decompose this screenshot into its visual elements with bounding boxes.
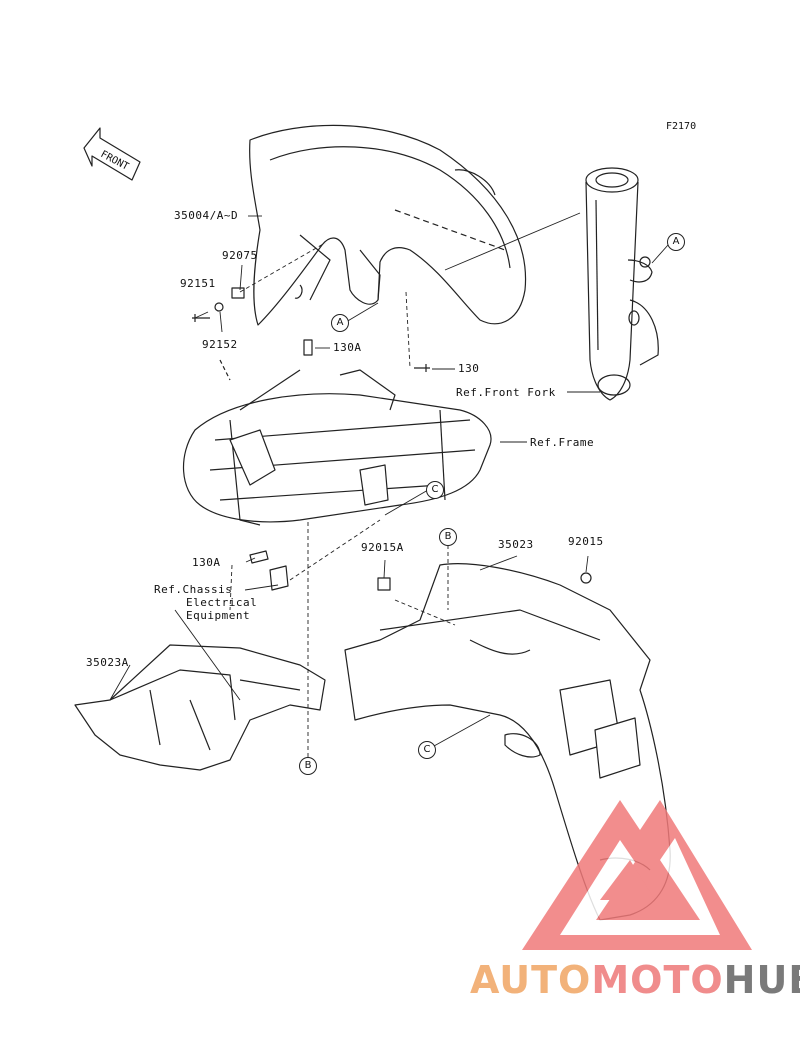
callout-b-rear: B [439,528,457,546]
front-fork-shape [585,167,659,401]
frame-shape [183,359,492,526]
label-bolt-small: 92151 [180,277,216,290]
label-ref-chassis: Ref.Chassis [154,583,233,596]
label-rear-fender: 35023 [498,538,534,551]
front-fender-shape [249,124,527,326]
label-front-fender: 35004/A~D [174,209,239,222]
watermark-hub: HUB [723,958,800,1002]
diagram-code: F2170 [666,121,697,132]
label-ref-frame: Ref.Frame [530,436,595,449]
front-arrow-icon: FRONT [83,127,141,181]
callout-a-fender: A [331,314,349,332]
hardware-parts [192,256,651,591]
label-ref-front-fork: Ref.Front Fork [456,386,556,399]
callout-c-rear: C [418,741,436,759]
label-nut-92015: 92015 [568,535,604,548]
callout-c-frame: C [426,481,444,499]
label-grommet: 92075 [222,249,258,262]
leader-lines [109,212,669,757]
label-bolt-130: 130 [458,362,480,375]
inner-fender-shape [74,644,326,771]
rear-fender-shape [344,563,671,921]
watermark-moto: MOTO [591,958,724,1002]
label-bolt-130a-bottom: 130A [192,556,221,569]
label-ref-chassis-electrical: Electrical [186,596,258,609]
label-ref-chassis-equipment: Equipment [186,609,251,622]
watermark-auto: AUTO [470,958,592,1002]
label-washer: 92152 [202,338,238,351]
label-nut-92015a: 92015A [361,541,404,554]
callout-a-fork: A [667,233,685,251]
watermark-text: AUTOMOTOHUB [470,958,800,1002]
watermark-logo-icon [522,800,752,950]
label-inner-fender: 35023A [86,656,129,669]
label-bolt-130a-top: 130A [333,341,362,354]
callout-b-bottom: B [299,757,317,775]
